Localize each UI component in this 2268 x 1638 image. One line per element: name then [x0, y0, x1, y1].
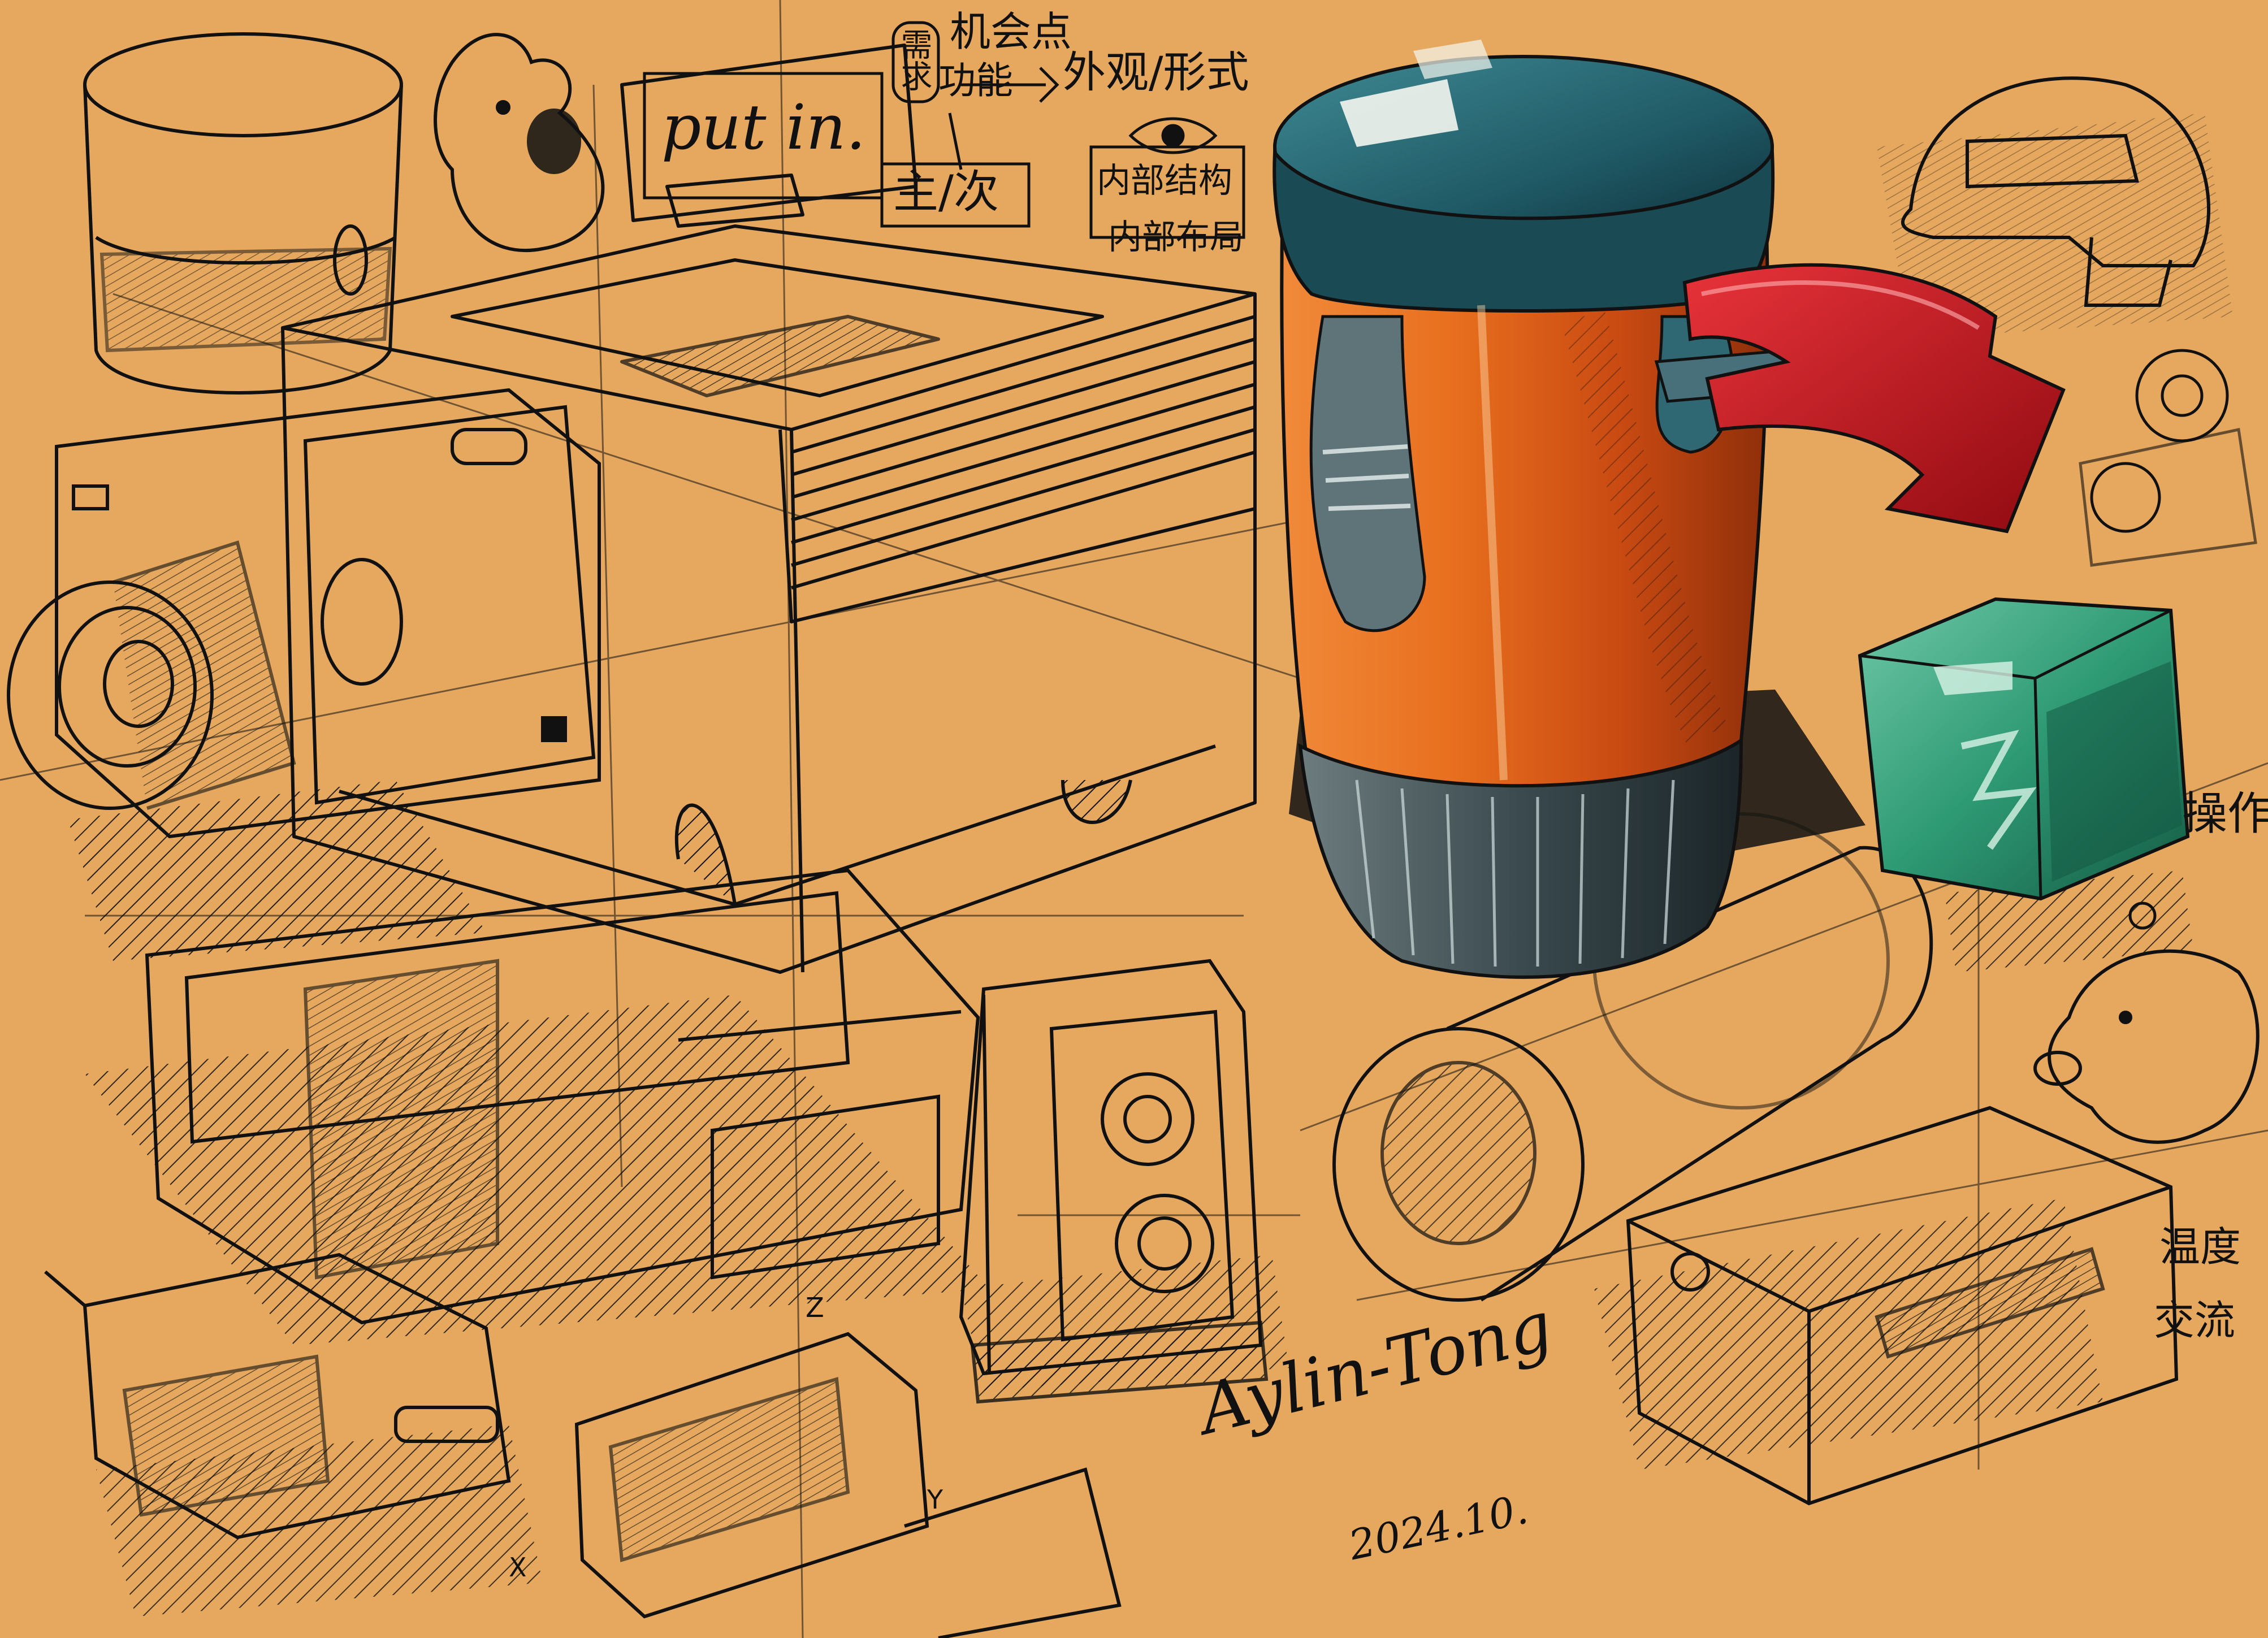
- note-need-box: 需求: [895, 28, 932, 92]
- axis-label-x: X: [509, 1552, 527, 1583]
- chicken-toy-sketch: [434, 33, 605, 253]
- note-operate: 操作: [2182, 787, 2268, 840]
- axis-label-z: Z: [806, 1292, 824, 1324]
- orange-cup-render: [1272, 40, 1866, 979]
- speaker-sketch: [959, 959, 1269, 1404]
- note-primary-secondary: 主/次: [893, 166, 999, 218]
- tube-sketch: [1332, 812, 1933, 1302]
- note-temperature: 温度: [2159, 1223, 2241, 1271]
- note-put-in: put in.: [661, 91, 866, 163]
- note-opportunity: 机会点: [950, 8, 1072, 55]
- note-function: 功能: [938, 59, 1013, 102]
- hair-dryer-sketch: [145, 868, 980, 1325]
- red-arrow-render: [1682, 263, 2066, 534]
- printer-sketch: [281, 44, 1257, 974]
- note-internal-structure: 内部结构: [1097, 161, 1232, 201]
- small-box-sketch: [574, 1332, 1122, 1638]
- lunch-box-sketch: [1626, 1106, 2179, 1506]
- pig-bank-sketch: [2033, 949, 2260, 1144]
- canister-sketch: [83, 32, 403, 395]
- green-cube-render: [1858, 597, 2190, 901]
- camera-sketch: [7, 388, 601, 839]
- note-appearance-form: 外观/形式: [1063, 47, 1249, 97]
- gear-mechanism-sketch: [2079, 349, 2257, 567]
- usb-dongle-sketch: [44, 1253, 511, 1540]
- axis-label-y: Y: [927, 1484, 943, 1515]
- annotation-frames: [643, 21, 2157, 930]
- note-internal-layout: 内部布局: [1108, 218, 1244, 257]
- note-interaction: 交流: [2154, 1297, 2236, 1344]
- helmet-sketch: [1901, 76, 2210, 307]
